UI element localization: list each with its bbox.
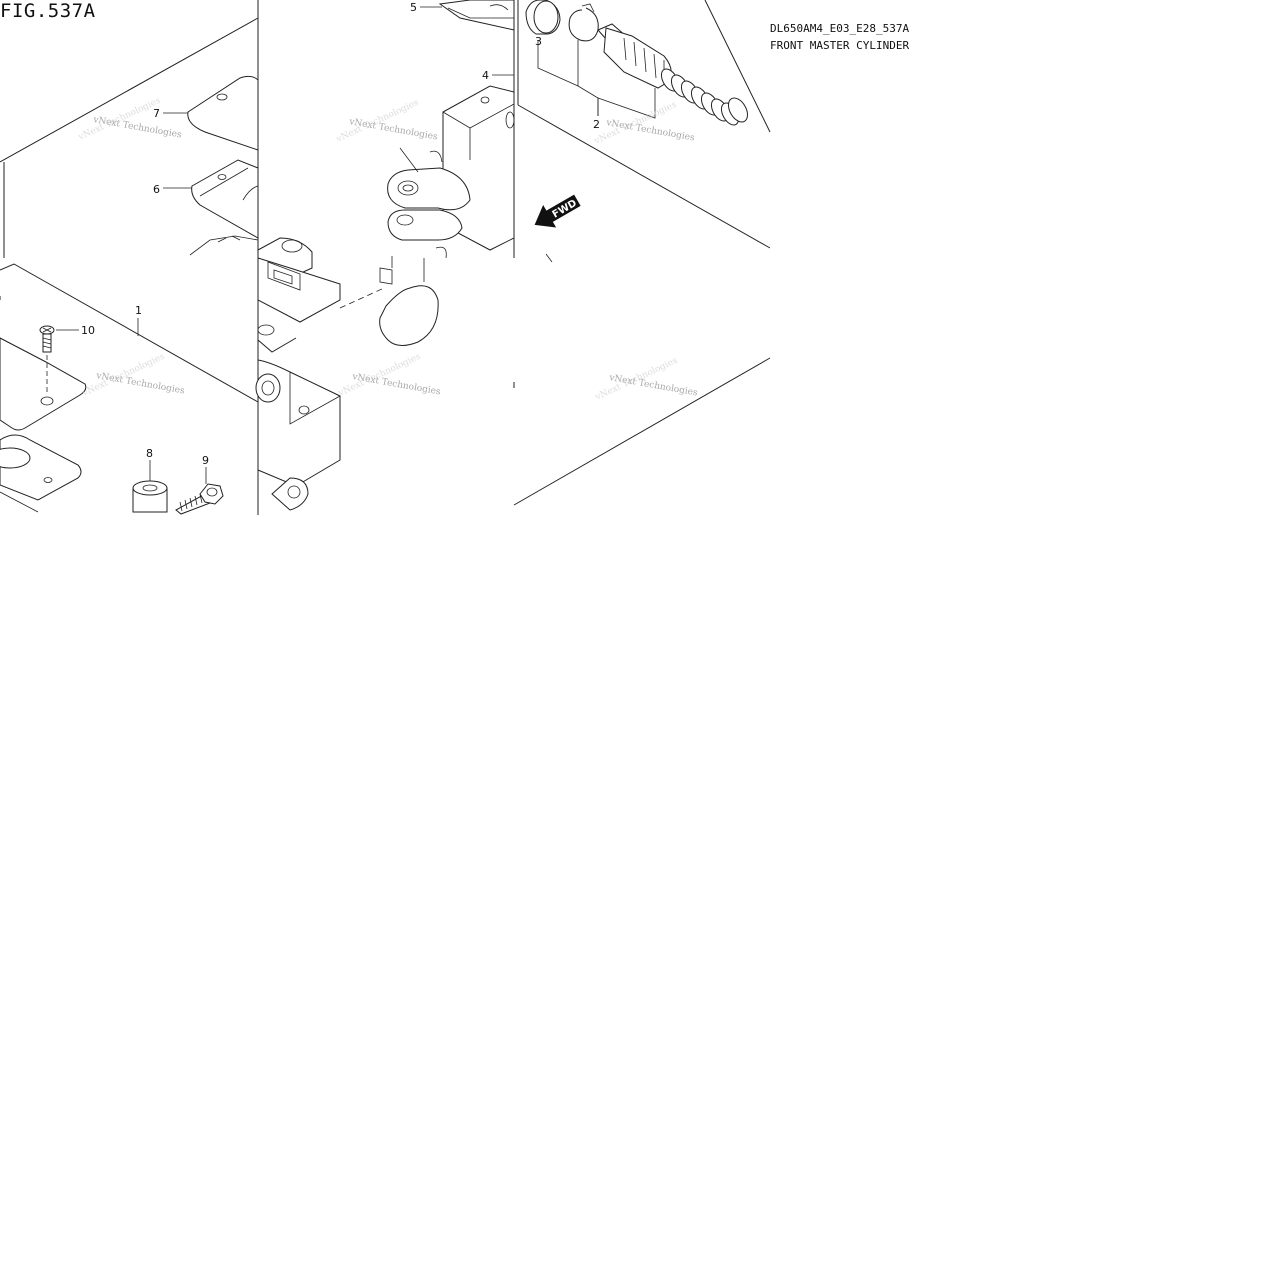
callout-3[interactable]: 3	[535, 35, 542, 48]
callout-9[interactable]: 9	[202, 454, 209, 484]
svg-text:6: 6	[153, 183, 160, 196]
bolt	[175, 483, 224, 515]
figure-title: FRONT MASTER CYLINDER	[770, 39, 910, 52]
svg-text:3: 3	[535, 35, 542, 48]
gasket	[191, 159, 259, 239]
watermarks: vNext Technologies vNext Technologies vN…	[76, 96, 698, 403]
watermark: vNext Technologies	[592, 100, 679, 147]
svg-text:10: 10	[81, 324, 95, 337]
return-spring	[660, 68, 748, 126]
figure-meta: DL650AM4_E03_E28_537A FRONT MASTER CYLIN…	[770, 20, 909, 54]
reservoir-body	[257, 237, 341, 336]
callout-6[interactable]: 6	[153, 183, 192, 196]
lever-mount	[387, 147, 471, 241]
svg-text:4: 4	[482, 69, 489, 82]
callout-4[interactable]: 4	[482, 69, 514, 82]
piston	[597, 23, 672, 89]
diaphragm-plate	[187, 75, 259, 151]
watermark: vNext Technologies	[593, 356, 680, 403]
callout-2[interactable]: 2	[593, 98, 600, 131]
figure-code: DL650AM4_E03_E28_537A	[770, 22, 910, 35]
svg-text:5: 5	[410, 1, 417, 14]
circlip	[568, 3, 599, 42]
panel-middle	[255, 0, 515, 515]
watermark: vNext Technologies	[80, 352, 167, 399]
screw	[39, 325, 55, 353]
callouts: 1 2 3 4 5 6 7 8	[56, 1, 600, 484]
callout-5[interactable]: 5	[410, 1, 442, 14]
svg-text:8: 8	[146, 447, 153, 460]
svg-text:9: 9	[202, 454, 209, 467]
callout-1[interactable]: 1	[135, 304, 142, 336]
reservoir-cap	[0, 337, 87, 431]
handlebar-clamp	[339, 246, 447, 346]
union-nut	[132, 480, 168, 513]
watermark: vNext Technologies	[334, 98, 421, 145]
callout-7[interactable]: 7	[153, 107, 188, 120]
piston-cup	[525, 0, 561, 35]
figure-number: FIG.537A	[0, 0, 96, 22]
callout-10[interactable]: 10	[56, 324, 95, 337]
fwd-arrow[interactable]: FWD	[529, 190, 583, 235]
panel-left-lower	[0, 263, 259, 515]
panel-right: FWD	[513, 0, 771, 506]
svg-text:2: 2	[593, 118, 600, 131]
watermark: vNext Technologies	[76, 96, 163, 143]
panel-left	[0, 0, 259, 258]
callout-8[interactable]: 8	[146, 447, 153, 481]
top-cover	[438, 0, 515, 31]
caliper-body	[255, 337, 341, 511]
svg-text:1: 1	[135, 304, 142, 317]
svg-text:7: 7	[153, 107, 160, 120]
lower-plate	[0, 434, 82, 513]
